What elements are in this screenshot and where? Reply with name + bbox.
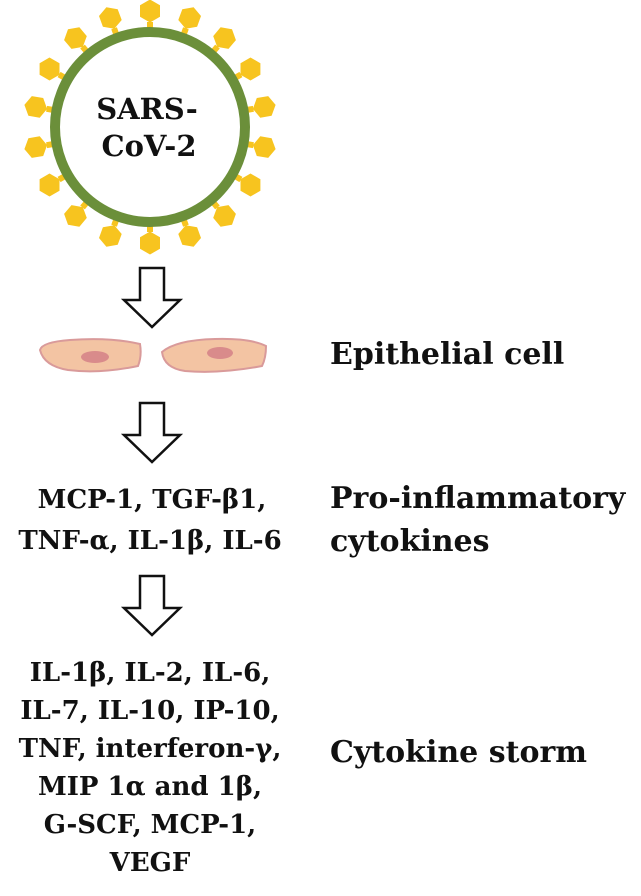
storm-list-line: IL-7, IL-10, IP-10, (20, 696, 280, 726)
hollow-down-arrow-icon (120, 574, 184, 637)
storm-list-line: G-SCF, MCP-1, (43, 810, 257, 840)
storm-list-line: MIP 1α and 1β, (37, 772, 263, 802)
proinflammatory-label-line1: Pro-inflammatory (330, 481, 626, 516)
hollow-down-arrow-icon (120, 401, 184, 464)
epithelial-cells-icon (38, 337, 268, 373)
spike-head (39, 173, 60, 197)
spike-head (213, 27, 236, 49)
storm-list-line: IL-1β, IL-2, IL-6, (29, 658, 271, 688)
proinflammatory-list-line1: MCP-1, TGF-β1, (37, 485, 267, 515)
spike-head (213, 205, 236, 227)
nucleus-right (207, 347, 233, 359)
storm-list-line: TNF, interferon-γ, (18, 734, 282, 764)
virus-icon (24, 0, 276, 255)
spike-head (64, 205, 87, 227)
spike-head (99, 7, 122, 29)
hollow-down-arrow-icon (120, 266, 184, 329)
spike-head (178, 225, 201, 247)
arrow-to-proinflammatory (120, 401, 184, 464)
storm-list-line: VEGF (109, 848, 191, 878)
spike-head (252, 136, 276, 158)
epithelial-cell-label: Epithelial cell (330, 337, 565, 372)
spike-head (99, 225, 122, 247)
cytokine-storm-label: Cytokine storm (330, 735, 588, 770)
nucleus-left (81, 351, 109, 363)
spike-head (24, 96, 48, 118)
spike-head (240, 57, 261, 81)
spike-head (39, 57, 60, 81)
arrow-to-storm (120, 574, 184, 637)
spike-head (64, 27, 87, 49)
proinflammatory-label-line2: cytokines (330, 524, 490, 559)
virus-label-line2: CoV-2 (101, 129, 197, 163)
virus-label-line1: SARS- (96, 92, 198, 126)
spike-head (140, 231, 160, 255)
spike-head (24, 136, 48, 158)
arrow-to-epithelial (120, 266, 184, 329)
spike-head (240, 173, 261, 197)
spike-head (140, 0, 160, 23)
proinflammatory-list-line2: TNF-α, IL-1β, IL-6 (18, 526, 282, 556)
viral-envelope (50, 27, 250, 227)
spike-head (178, 7, 201, 29)
spike-head (252, 96, 276, 118)
